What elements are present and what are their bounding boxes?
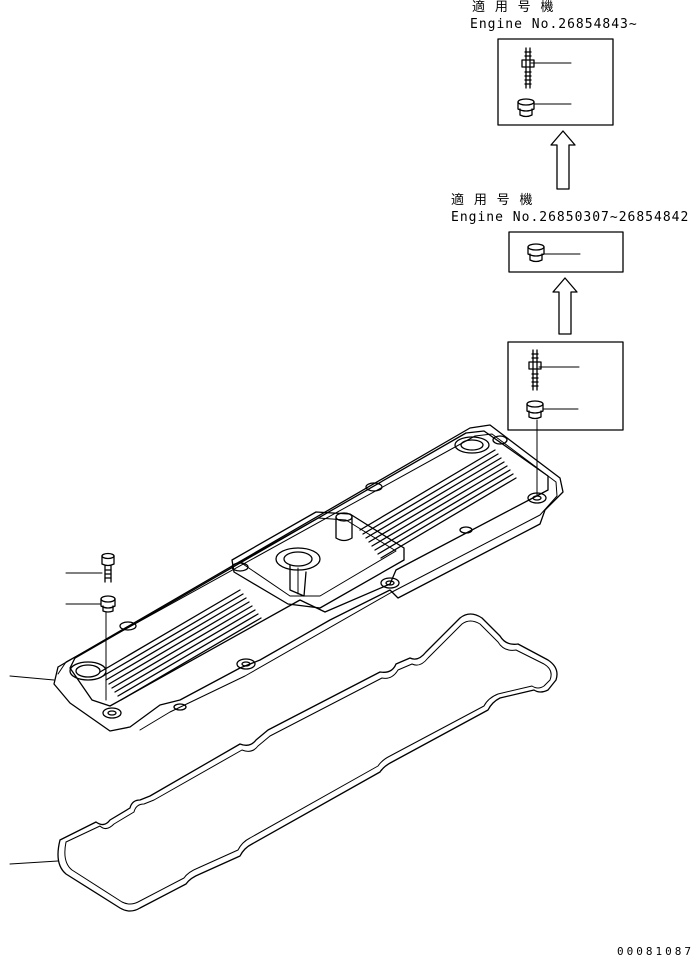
cap-nut-icon xyxy=(526,400,544,420)
detail-box-lower xyxy=(507,341,624,431)
stud-bolt-icon xyxy=(521,47,535,89)
middle-engine-range: Engine No.26850307~26854842 xyxy=(451,210,690,225)
cap-nut-icon xyxy=(527,243,545,263)
middle-applicable-label: 適 用 号 機 xyxy=(451,193,534,208)
stud-bolt-icon xyxy=(528,349,542,391)
seal-washer-icon xyxy=(100,595,116,613)
detail-box-top xyxy=(497,38,614,126)
cap-nut-icon xyxy=(517,98,535,118)
top-applicable-label: 適 用 号 機 xyxy=(472,0,555,15)
arrow-up-icon-2 xyxy=(552,277,578,335)
detail-box-middle xyxy=(508,231,624,273)
top-engine-range: Engine No.26854843~ xyxy=(470,17,638,32)
arrow-up-icon-1 xyxy=(550,130,576,190)
valve-cover xyxy=(53,424,564,732)
drawing-code: 00081087 xyxy=(617,945,694,958)
bolt-icon xyxy=(101,552,115,583)
cover-gasket xyxy=(57,613,558,912)
